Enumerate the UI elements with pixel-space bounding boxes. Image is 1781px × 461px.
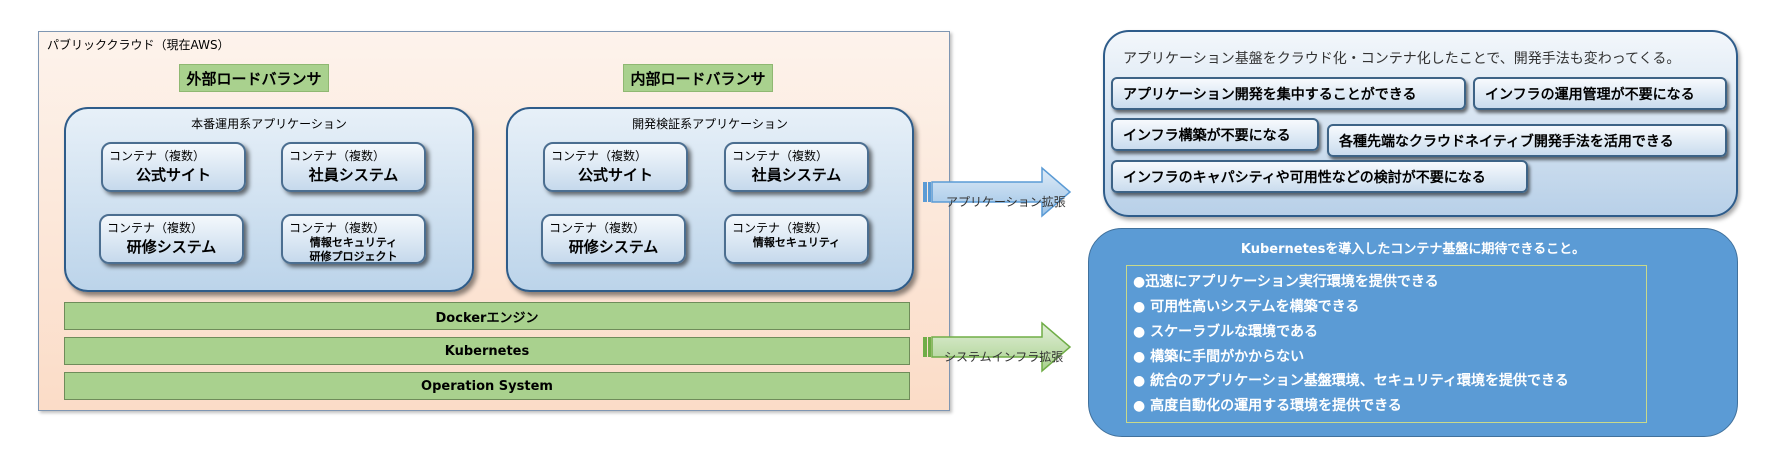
infrastructure-expansion-arrow-icon xyxy=(923,321,1072,373)
production-app-title: 本番運用系アプリケーション xyxy=(191,117,347,131)
container-name: 情報セキュリティ xyxy=(752,236,841,249)
expectation-item: ● スケーラブルな環境である xyxy=(1133,324,1318,340)
container-label: コンテナ（複数） xyxy=(289,149,386,163)
application-expansion-arrow-icon xyxy=(923,166,1072,218)
production-app-group: 本番運用系アプリケーション コンテナ（複数） 公式サイト コンテナ（複数） 社員… xyxy=(64,107,474,292)
benefit-item: インフラ構築が不要になる xyxy=(1111,118,1319,151)
public-cloud-panel: パブリッククラウド（現在AWS） 外部ロードバランサ 内部ロードバランサ 本番運… xyxy=(38,31,950,411)
application-expansion-label: アプリケーション拡張 xyxy=(946,195,1066,209)
expectation-item: ● 高度自動化の運用する環境を提供できる xyxy=(1133,398,1402,414)
expectation-item: ●迅速にアプリケーション実行環境を提供できる xyxy=(1133,274,1439,290)
container-official-site: コンテナ（複数） 公式サイト xyxy=(101,142,246,192)
container-security: コンテナ（複数） 情報セキュリティ xyxy=(724,214,869,264)
container-security-training: コンテナ（複数） 情報セキュリティ 研修プロジェクト xyxy=(281,214,426,264)
container-employee-system: コンテナ（複数） 社員システム xyxy=(281,142,426,192)
container-name-sub: 研修プロジェクト xyxy=(309,250,398,263)
container-label: コンテナ（複数） xyxy=(289,221,386,235)
container-name: 研修システム xyxy=(126,238,217,256)
development-app-title: 開発検証系アプリケーション xyxy=(632,117,788,131)
container-name: 社員システム xyxy=(751,166,842,184)
container-training-system: コンテナ（複数） 研修システム xyxy=(541,214,686,264)
expectations-title: Kubernetesを導入したコンテナ基盤に期待できること。 xyxy=(1240,242,1586,257)
container-label: コンテナ（複数） xyxy=(107,221,204,235)
container-name: 公式サイト xyxy=(135,166,211,184)
docker-engine-layer: Dockerエンジン xyxy=(64,302,910,330)
benefit-item: インフラのキャパシティや可用性などの検討が不要になる xyxy=(1111,160,1528,193)
container-label: コンテナ（複数） xyxy=(732,221,829,235)
container-label: コンテナ（複数） xyxy=(109,149,206,163)
cloud-title: パブリッククラウド（現在AWS） xyxy=(47,38,230,52)
container-training-system: コンテナ（複数） 研修システム xyxy=(99,214,244,264)
internal-load-balancer: 内部ロードバランサ xyxy=(623,64,773,92)
container-name: 公式サイト xyxy=(577,166,653,184)
benefit-item: 各種先端なクラウドネイティブ開発手法を活用できる xyxy=(1327,124,1727,157)
operation-system-layer: Operation System xyxy=(64,372,910,400)
expectations-list: ●迅速にアプリケーション実行環境を提供できる ● 可用性高いシステムを構築できる… xyxy=(1126,265,1647,423)
benefit-item: インフラの運用管理が不要になる xyxy=(1473,77,1727,110)
container-official-site: コンテナ（複数） 公式サイト xyxy=(543,142,688,192)
container-label: コンテナ（複数） xyxy=(549,221,646,235)
expectation-item: ● 構築に手間がかからない xyxy=(1133,349,1305,365)
container-employee-system: コンテナ（複数） 社員システム xyxy=(724,142,869,192)
expectation-item: ● 可用性高いシステムを構築できる xyxy=(1133,299,1360,315)
development-change-panel: アプリケーション基盤をクラウド化・コンテナ化したことで、開発手法も変わってくる。… xyxy=(1103,30,1738,217)
benefit-item: アプリケーション開発を集中することができる xyxy=(1111,77,1466,110)
container-label: コンテナ（複数） xyxy=(551,149,648,163)
container-label: コンテナ（複数） xyxy=(732,149,829,163)
external-load-balancer: 外部ロードバランサ xyxy=(179,64,329,92)
kubernetes-expectations-panel: Kubernetesを導入したコンテナ基盤に期待できること。 ●迅速にアプリケー… xyxy=(1088,228,1738,437)
development-change-title: アプリケーション基盤をクラウド化・コンテナ化したことで、開発手法も変わってくる。 xyxy=(1123,51,1681,67)
container-name: 研修システム xyxy=(568,238,659,256)
infrastructure-expansion-label: システムインフラ拡張 xyxy=(944,350,1064,364)
container-name: 情報セキュリティ xyxy=(309,236,398,249)
expectation-item: ● 統合のアプリケーション基盤環境、セキュリティ環境を提供できる xyxy=(1133,373,1569,389)
kubernetes-layer: Kubernetes xyxy=(64,337,910,365)
development-app-group: 開発検証系アプリケーション コンテナ（複数） 公式サイト コンテナ（複数） 社員… xyxy=(506,107,914,292)
container-name: 社員システム xyxy=(308,166,399,184)
